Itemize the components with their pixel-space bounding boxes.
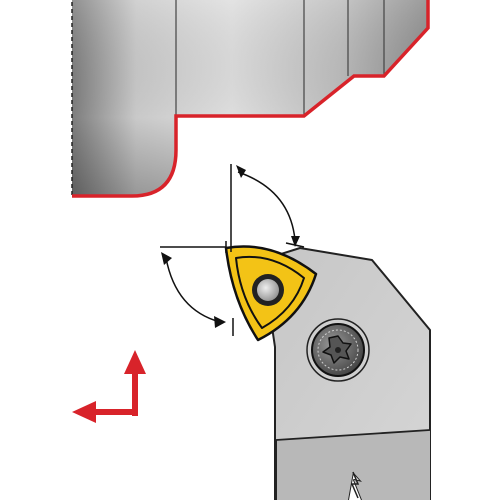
angle-arc-lower: [165, 257, 221, 323]
tool-holder: [261, 247, 431, 500]
arrow-up-shaft: [132, 368, 138, 416]
angle-dimensions: [160, 164, 305, 336]
arrow-left-shaft: [92, 409, 138, 415]
feed-direction-arrows-icon: [72, 350, 146, 423]
angle-arc-upper: [237, 171, 296, 241]
arrow-left-head: [72, 401, 96, 423]
clamp-screw: [306, 318, 370, 382]
trigon-insert-icon: [224, 245, 318, 342]
arrow-up-head: [124, 350, 146, 374]
holder-shank-line: [275, 429, 431, 441]
holder-break-line: [350, 471, 360, 499]
workpiece: [71, 0, 430, 198]
workpiece-profile: [72, 0, 430, 198]
